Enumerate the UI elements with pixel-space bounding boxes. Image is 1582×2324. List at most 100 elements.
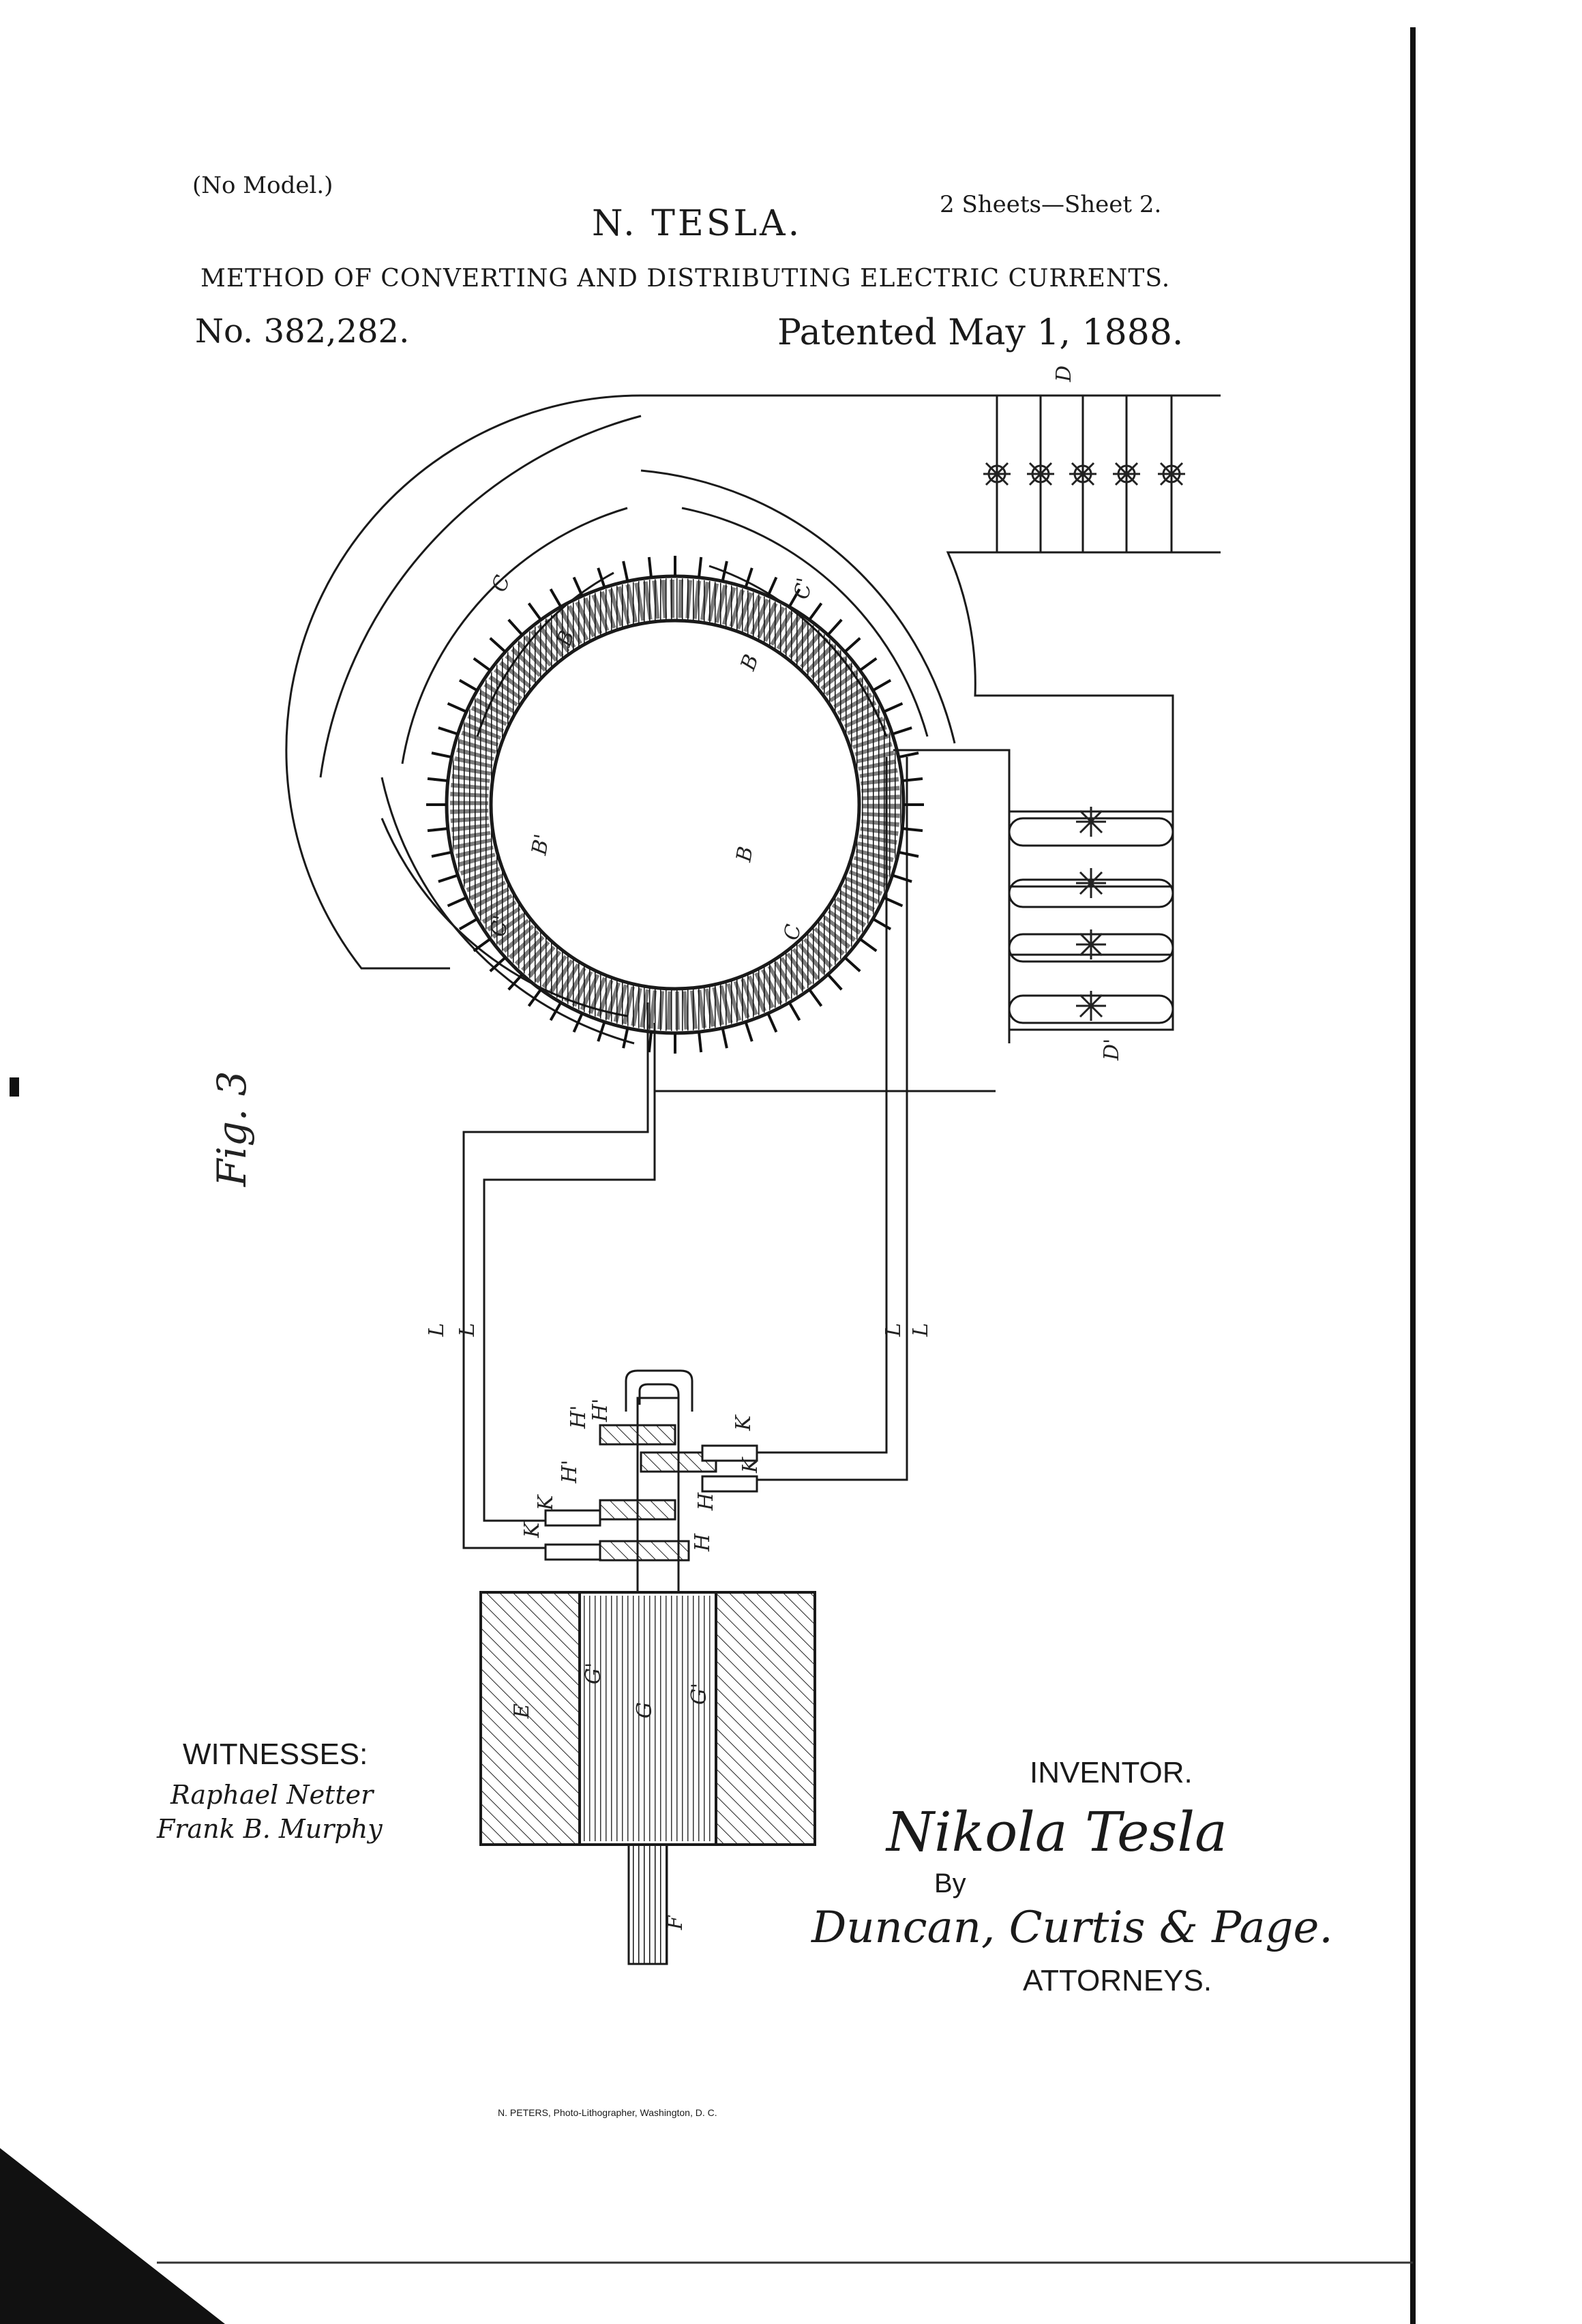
ring-tooth (527, 602, 542, 621)
ring-tooth (808, 602, 823, 621)
ring-tooth (901, 827, 923, 833)
ring-tooth (808, 988, 823, 1007)
slip-ring-4 (599, 1540, 690, 1562)
ring-tooth (698, 1031, 703, 1053)
outer-circuit-arc-5 (401, 507, 628, 764)
ring-teeth (426, 556, 924, 1054)
ring-tooth (473, 657, 492, 672)
label-l-2: L (456, 1323, 479, 1337)
ring-tooth (431, 850, 452, 858)
patent-date: Patented May 1, 1888. (777, 312, 1184, 353)
ring-tooth (698, 556, 703, 578)
inventor-name-heading: N. TESLA. (592, 203, 803, 244)
label-h-prime-2: H' (588, 1399, 612, 1422)
brush-4 (544, 1543, 601, 1561)
label-k-1: K (732, 1414, 756, 1431)
label-h-prime-3: H' (558, 1460, 582, 1484)
slip-ring-3 (599, 1499, 676, 1521)
figure-label: Fig. 3 (209, 1071, 255, 1187)
page-corner-fold (0, 2148, 225, 2324)
ring-tooth (549, 1002, 563, 1022)
ring-tooth (766, 576, 778, 597)
ring-tooth (844, 637, 861, 653)
ring-tooth (507, 973, 524, 991)
ring-tooth (872, 679, 892, 692)
ring-tooth (427, 777, 449, 782)
ring-inner-edge (489, 619, 861, 991)
ring-tooth (744, 1021, 753, 1042)
line-conductor-left (462, 1002, 649, 1549)
ring-tooth (891, 874, 912, 883)
scan-mark (10, 1077, 19, 1097)
witness-signature-2: Frank B. Murphy (157, 1814, 383, 1844)
serpentine-circuit (893, 694, 1174, 1043)
ring-tooth (473, 938, 492, 953)
ring-tooth (844, 956, 861, 972)
label-c-upper-left: C (488, 572, 516, 595)
ring-tooth (744, 567, 753, 589)
label-b-prime-lower-left: B' (527, 832, 554, 857)
slip-ring-1 (599, 1424, 676, 1446)
ring-tooth (507, 619, 524, 636)
label-k-3: K (534, 1494, 558, 1511)
ring-tooth (527, 988, 542, 1007)
ring-tooth (549, 588, 563, 608)
by-label: By (934, 1868, 966, 1898)
label-g: G (633, 1702, 657, 1718)
ring-tooth (427, 827, 449, 833)
outer-circuit-arc-3 (319, 415, 642, 778)
outer-circuit-arc-7 (380, 777, 635, 1045)
brush-3 (544, 1509, 601, 1527)
outer-circuit-arc-4 (640, 469, 956, 744)
printer-credit: N. PETERS, Photo-Lithographer, Washingto… (498, 2107, 717, 2118)
ring-tooth (721, 1028, 728, 1049)
witness-signature-1: Raphael Netter (170, 1780, 374, 1810)
ring-tooth (438, 874, 459, 883)
no-model-note: (No Model.) (192, 172, 333, 199)
ring-tooth (447, 896, 467, 908)
label-c-prime-upper-right: C' (790, 576, 817, 601)
label-l-4: L (909, 1323, 933, 1337)
attorneys-heading: ATTORNEYS. (1023, 1964, 1212, 1997)
label-c-lower-right: C (779, 923, 805, 942)
label-d: D (1052, 366, 1076, 383)
ring-tooth (622, 1028, 629, 1049)
inventor-heading: INVENTOR. (1030, 1756, 1193, 1789)
lamps-d-prime (1076, 807, 1106, 1021)
inventor-signature: Nikola Tesla (886, 1800, 1227, 1864)
ring-tooth (826, 619, 843, 636)
label-l-3: L (882, 1323, 906, 1337)
ring-tooth (898, 850, 919, 858)
generator-shaft (627, 1843, 668, 1965)
label-h-2: H (691, 1533, 715, 1552)
ring-tooth (788, 1002, 801, 1022)
ring-tooth (597, 567, 606, 589)
label-e: E (510, 1703, 534, 1719)
ring-tooth (572, 576, 584, 597)
ring-tooth (489, 637, 507, 653)
label-k-4: K (520, 1521, 544, 1538)
ring-tooth (859, 938, 878, 953)
ring-tooth (721, 561, 728, 582)
ring-tooth (438, 726, 459, 736)
lamps-d (983, 462, 1185, 486)
outer-circuit-arc-2 (946, 551, 1221, 697)
ring-tooth (901, 777, 923, 782)
label-d-prime: D' (1100, 1039, 1124, 1061)
brush-1 (701, 1444, 758, 1462)
label-g-prime-right: G' (687, 1683, 711, 1705)
ring-tooth (597, 1021, 606, 1042)
brush-loops (625, 1369, 693, 1412)
label-b-upper-right: B (736, 651, 764, 674)
label-h-prime-1: H' (567, 1405, 591, 1429)
attorneys-signature: Duncan, Curtis & Page. (811, 1903, 1333, 1953)
label-c-prime-lower-left: C' (486, 914, 513, 939)
line-conductor-right-outer (750, 757, 908, 1481)
ring-tooth (872, 917, 892, 931)
outer-circuit-arc-6 (681, 507, 929, 737)
ring-tooth (431, 751, 452, 759)
label-f: F (663, 1915, 687, 1931)
patent-number: No. 382,282. (195, 312, 410, 351)
ring-tooth (647, 1031, 653, 1053)
